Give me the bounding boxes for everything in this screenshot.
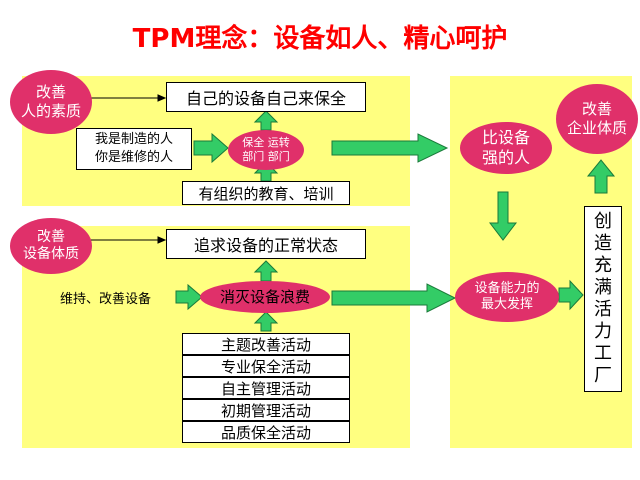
factory-char: 力	[594, 321, 612, 342]
vibrant-factory-box: 创 造 充 满 活 力 工 厂	[584, 206, 622, 392]
circle-line-1: 改善	[35, 83, 66, 102]
arrow-maintain-to-ellipse	[175, 283, 203, 311]
improve-equipment-quality-circle: 改善设备体质	[10, 218, 92, 274]
page-title: TPM理念：设备如人、精心呵护	[132, 24, 508, 54]
enterprise-line-2: 企业体质	[566, 119, 627, 137]
circle-line-2: 设备体质	[23, 246, 79, 262]
arrow-waste-up	[253, 260, 279, 282]
departments-line-2: 部门 部门	[242, 150, 290, 163]
arrow-to-capacity	[331, 283, 457, 313]
arrow-departments-up	[253, 110, 279, 131]
departments-line-1: 保全 运转	[242, 136, 290, 150]
circle-line-1: 改善	[37, 228, 65, 245]
factory-char: 满	[594, 277, 612, 298]
factory-char: 创	[594, 211, 612, 232]
activity-2: 专业保全活动	[182, 355, 350, 377]
max-capacity-ellipse: 设备能力的最大发挥	[455, 272, 559, 322]
training-box: 有组织的教育、培训	[182, 181, 350, 205]
arrow-to-people	[331, 133, 449, 163]
arrow-statements-to-departments	[193, 132, 229, 164]
arrow-to-factory	[558, 279, 584, 311]
arrow-activities-up	[253, 311, 279, 332]
people-line-2: 强的人	[481, 148, 530, 167]
statement-manufacturing: 我是制造的人	[94, 132, 173, 147]
circle-line-2: 人的素质	[20, 102, 81, 120]
capacity-line-1: 设备能力的	[474, 280, 540, 296]
goal-normal-state: 追求设备的正常状态	[166, 229, 366, 259]
goal-self-maintenance: 自己的设备自己来保全	[166, 82, 366, 112]
capacity-line-2: 最大发挥	[480, 297, 533, 312]
statement-maintenance: 你是维修的人	[94, 150, 173, 165]
factory-char: 活	[594, 299, 612, 320]
enterprise-line-1: 改善	[581, 100, 612, 119]
people-line-1: 比设备	[481, 128, 530, 147]
activity-1: 主题改善活动	[182, 333, 350, 355]
departments-ellipse: 保全 运转部门 部门	[228, 130, 304, 170]
eliminate-waste-ellipse: 消灭设备浪费	[200, 281, 330, 313]
activity-3: 自主管理活动	[182, 377, 350, 399]
statement-box: 我是制造的人 你是维修的人	[76, 128, 192, 170]
arrow-factory-up	[586, 159, 616, 194]
activity-4: 初期管理活动	[182, 399, 350, 421]
improve-enterprise-circle: 改善企业体质	[556, 84, 638, 154]
activity-5: 品质保全活动	[182, 421, 350, 443]
factory-char: 工	[594, 343, 612, 364]
factory-char: 造	[594, 233, 612, 254]
factory-char: 充	[594, 255, 612, 276]
maintain-improve-text: 维持、改善设备	[60, 292, 152, 307]
improve-people-quality-circle: 改善人的素质	[10, 70, 92, 134]
arrow-people-down	[488, 191, 518, 241]
factory-char: 厂	[594, 365, 612, 386]
stronger-people-ellipse: 比设备强的人	[460, 122, 552, 174]
